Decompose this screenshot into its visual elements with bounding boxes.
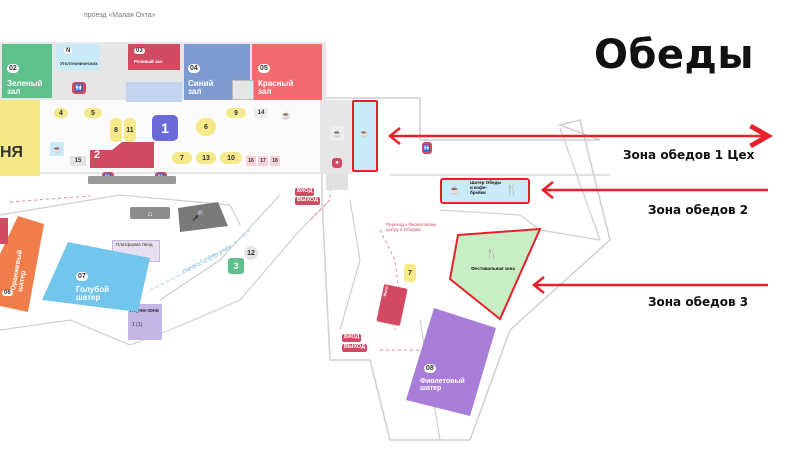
pink-hall-num: 03 (134, 48, 145, 55)
stand-17: 17 (258, 156, 268, 166)
stand-7b: 7 (404, 264, 416, 282)
stand-14: 14 (254, 108, 268, 118)
stand-3: 3 (228, 258, 244, 274)
violet-tent-num: 08 (424, 364, 436, 374)
blue-hall-num: 04 (188, 64, 200, 74)
grey-small-block (326, 174, 348, 190)
stand-10: 10 (220, 152, 242, 164)
stand-12: 12 (244, 246, 258, 260)
toilet-icon: 🚻 (72, 82, 86, 94)
red-marker: ● (332, 158, 342, 168)
microphone-icon: 🎤 (191, 210, 205, 222)
stand-16: 16 (246, 156, 256, 166)
yellow-hall-label: НЯ (0, 144, 24, 161)
festival-zone[interactable] (440, 225, 550, 325)
stand-18: 18 (270, 156, 280, 166)
coffee-icon: ☕ (281, 110, 291, 120)
info-bar (88, 176, 176, 184)
light-blue-tent-num: 07 (76, 272, 88, 282)
light-blue-tent (42, 242, 150, 312)
home-icon: ⌂ (130, 207, 170, 219)
microphone-stage (178, 202, 228, 232)
pink-edge-block (0, 218, 8, 244)
stand-11: 11 (124, 118, 136, 142)
orange-tent (0, 216, 44, 312)
stand-5: 5 (84, 108, 102, 118)
n-room-name: Уголтехнических (60, 61, 98, 66)
center-block-2 (232, 80, 254, 100)
exit-label: ВЫХОД (295, 197, 321, 205)
coffee-icon: ☕ (330, 126, 344, 140)
dining-icon: 🍴 (485, 248, 499, 260)
coffee-icon: ☕ (359, 128, 369, 138)
stand-7: 7 (172, 152, 192, 164)
stand-13: 13 (196, 152, 216, 164)
stand-15: 15 (70, 156, 86, 166)
n-room (56, 44, 100, 70)
toilet-icon: 🚻 (422, 142, 432, 154)
stand-8: 8 (110, 118, 122, 142)
platform-label: Платформа Ленд (116, 242, 153, 247)
coffee-icon: ☕ (449, 184, 461, 195)
stand-9: 9 (226, 108, 246, 118)
violet-tent (406, 308, 496, 416)
zone-label-1: Зона обедов 1 Цех (623, 148, 755, 162)
zone2-label: Шатер Обеды и кофе-брейки (470, 180, 502, 195)
path-right-label: Переход к Фиолетовому шатру и Обедам (386, 222, 437, 233)
entry-label: ВХОД (295, 188, 315, 196)
stand-4: 4 (54, 108, 68, 118)
page-title: Обеды (593, 32, 754, 78)
zone2-box[interactable] (440, 178, 530, 204)
green-hall-num: 02 (7, 64, 19, 74)
festival-label: Фестивальная зона (471, 266, 515, 271)
lounge-label: Лаунж-зона (130, 308, 159, 314)
red-hall-num: 05 (258, 64, 270, 74)
stand-6: 6 (196, 118, 216, 136)
stage-2 (90, 142, 154, 168)
entry-label: ВХОД (342, 334, 362, 342)
stand-1: 1 (152, 115, 178, 141)
center-block (126, 82, 182, 102)
stage-2-num: 2 (94, 149, 101, 161)
pink-hall-name: Розовый зал (134, 59, 163, 64)
coffee-icon: ☕ (50, 142, 64, 156)
red-hall-name: Красный зал (258, 79, 294, 97)
zone-label-3: Зона обедов 3 (648, 295, 749, 309)
road-label: проезд «Малая Охта» (84, 12, 156, 19)
lounge-nums: 1 (1) (132, 322, 143, 328)
exit-label: ВЫХОД (342, 344, 368, 352)
zone1-box[interactable] (352, 100, 378, 172)
violet-tent-name: Фиолетовый шатер (420, 378, 465, 393)
n-room-num: N (64, 48, 73, 55)
dining-icon: 🍴 (505, 184, 519, 196)
zone-label-2: Зона обедов 2 (648, 203, 749, 217)
yellow-hall (0, 100, 40, 176)
light-blue-tent-name: Голубой шатер (76, 285, 109, 303)
green-hall-name: Зеленый зал (7, 79, 43, 97)
blue-hall-name: Синий зал (188, 79, 214, 97)
orange-tent-num: 06 (2, 290, 13, 297)
